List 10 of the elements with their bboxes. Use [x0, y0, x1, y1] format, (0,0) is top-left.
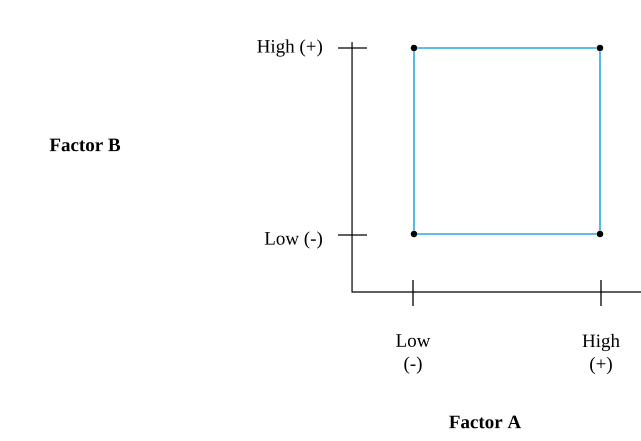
square-side [413, 51, 415, 231]
tick-label: Low (-) [264, 231, 322, 249]
square-side [599, 51, 601, 231]
tick-label: High (+) [582, 334, 620, 374]
tick-label: High (+) [257, 39, 322, 57]
square-side [417, 233, 597, 235]
axis-title: Factor A [449, 416, 521, 428]
tick-label: Low (-) [396, 334, 430, 374]
square-side [417, 47, 597, 49]
axis-title: Factor B [50, 138, 120, 152]
